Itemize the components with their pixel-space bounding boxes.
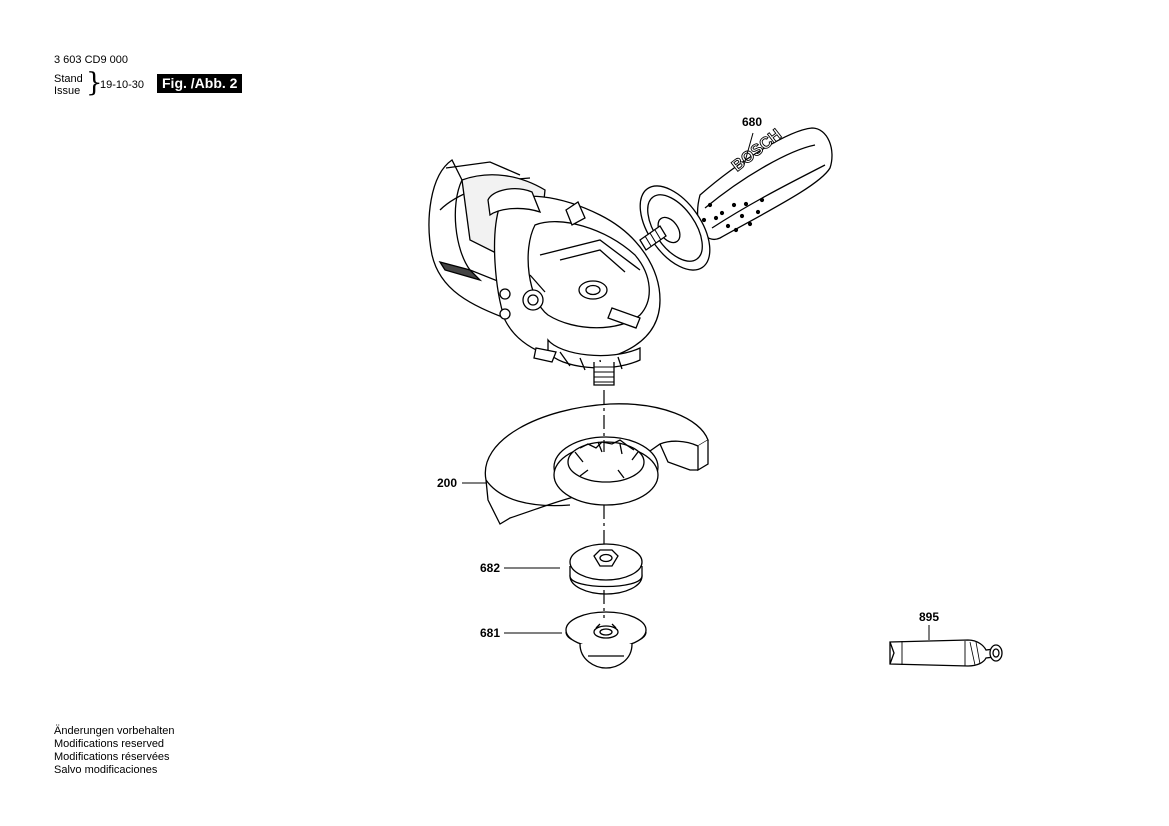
brace-glyph: } <box>86 68 103 98</box>
protective-guard-200 <box>484 403 709 525</box>
callout-200: 200 <box>437 476 457 490</box>
notice-en: Modifications reserved <box>54 738 165 750</box>
notice-es: Salvo modificaciones <box>54 764 158 776</box>
grease-tube-895 <box>889 639 1003 667</box>
callout-895: 895 <box>919 610 939 624</box>
grinder-body <box>428 159 661 386</box>
modification-notice: Änderungen vorbehalten Modifications res… <box>54 725 174 777</box>
leader-lines <box>462 132 930 640</box>
part-number: 3 603 CD9 000 <box>54 54 128 66</box>
stand-label: Stand <box>54 73 83 85</box>
stand-issue-labels: Stand Issue <box>54 73 83 97</box>
clamping-nut-681 <box>565 611 647 669</box>
callout-680: 680 <box>742 115 762 129</box>
notice-de: Änderungen vorbehalten <box>54 725 175 737</box>
issue-label: Issue <box>54 85 81 97</box>
grip-texture <box>701 197 765 233</box>
mounting-flange-682 <box>569 543 643 595</box>
callout-681: 681 <box>480 626 500 640</box>
figure-label: Fig. /Abb. 2 <box>157 74 243 93</box>
notice-fr: Modifications réservées <box>54 751 170 763</box>
issue-date: 19-10-30 <box>100 79 145 91</box>
callout-682: 682 <box>480 561 500 575</box>
auxiliary-handle-680: BOSCH <box>639 126 833 271</box>
